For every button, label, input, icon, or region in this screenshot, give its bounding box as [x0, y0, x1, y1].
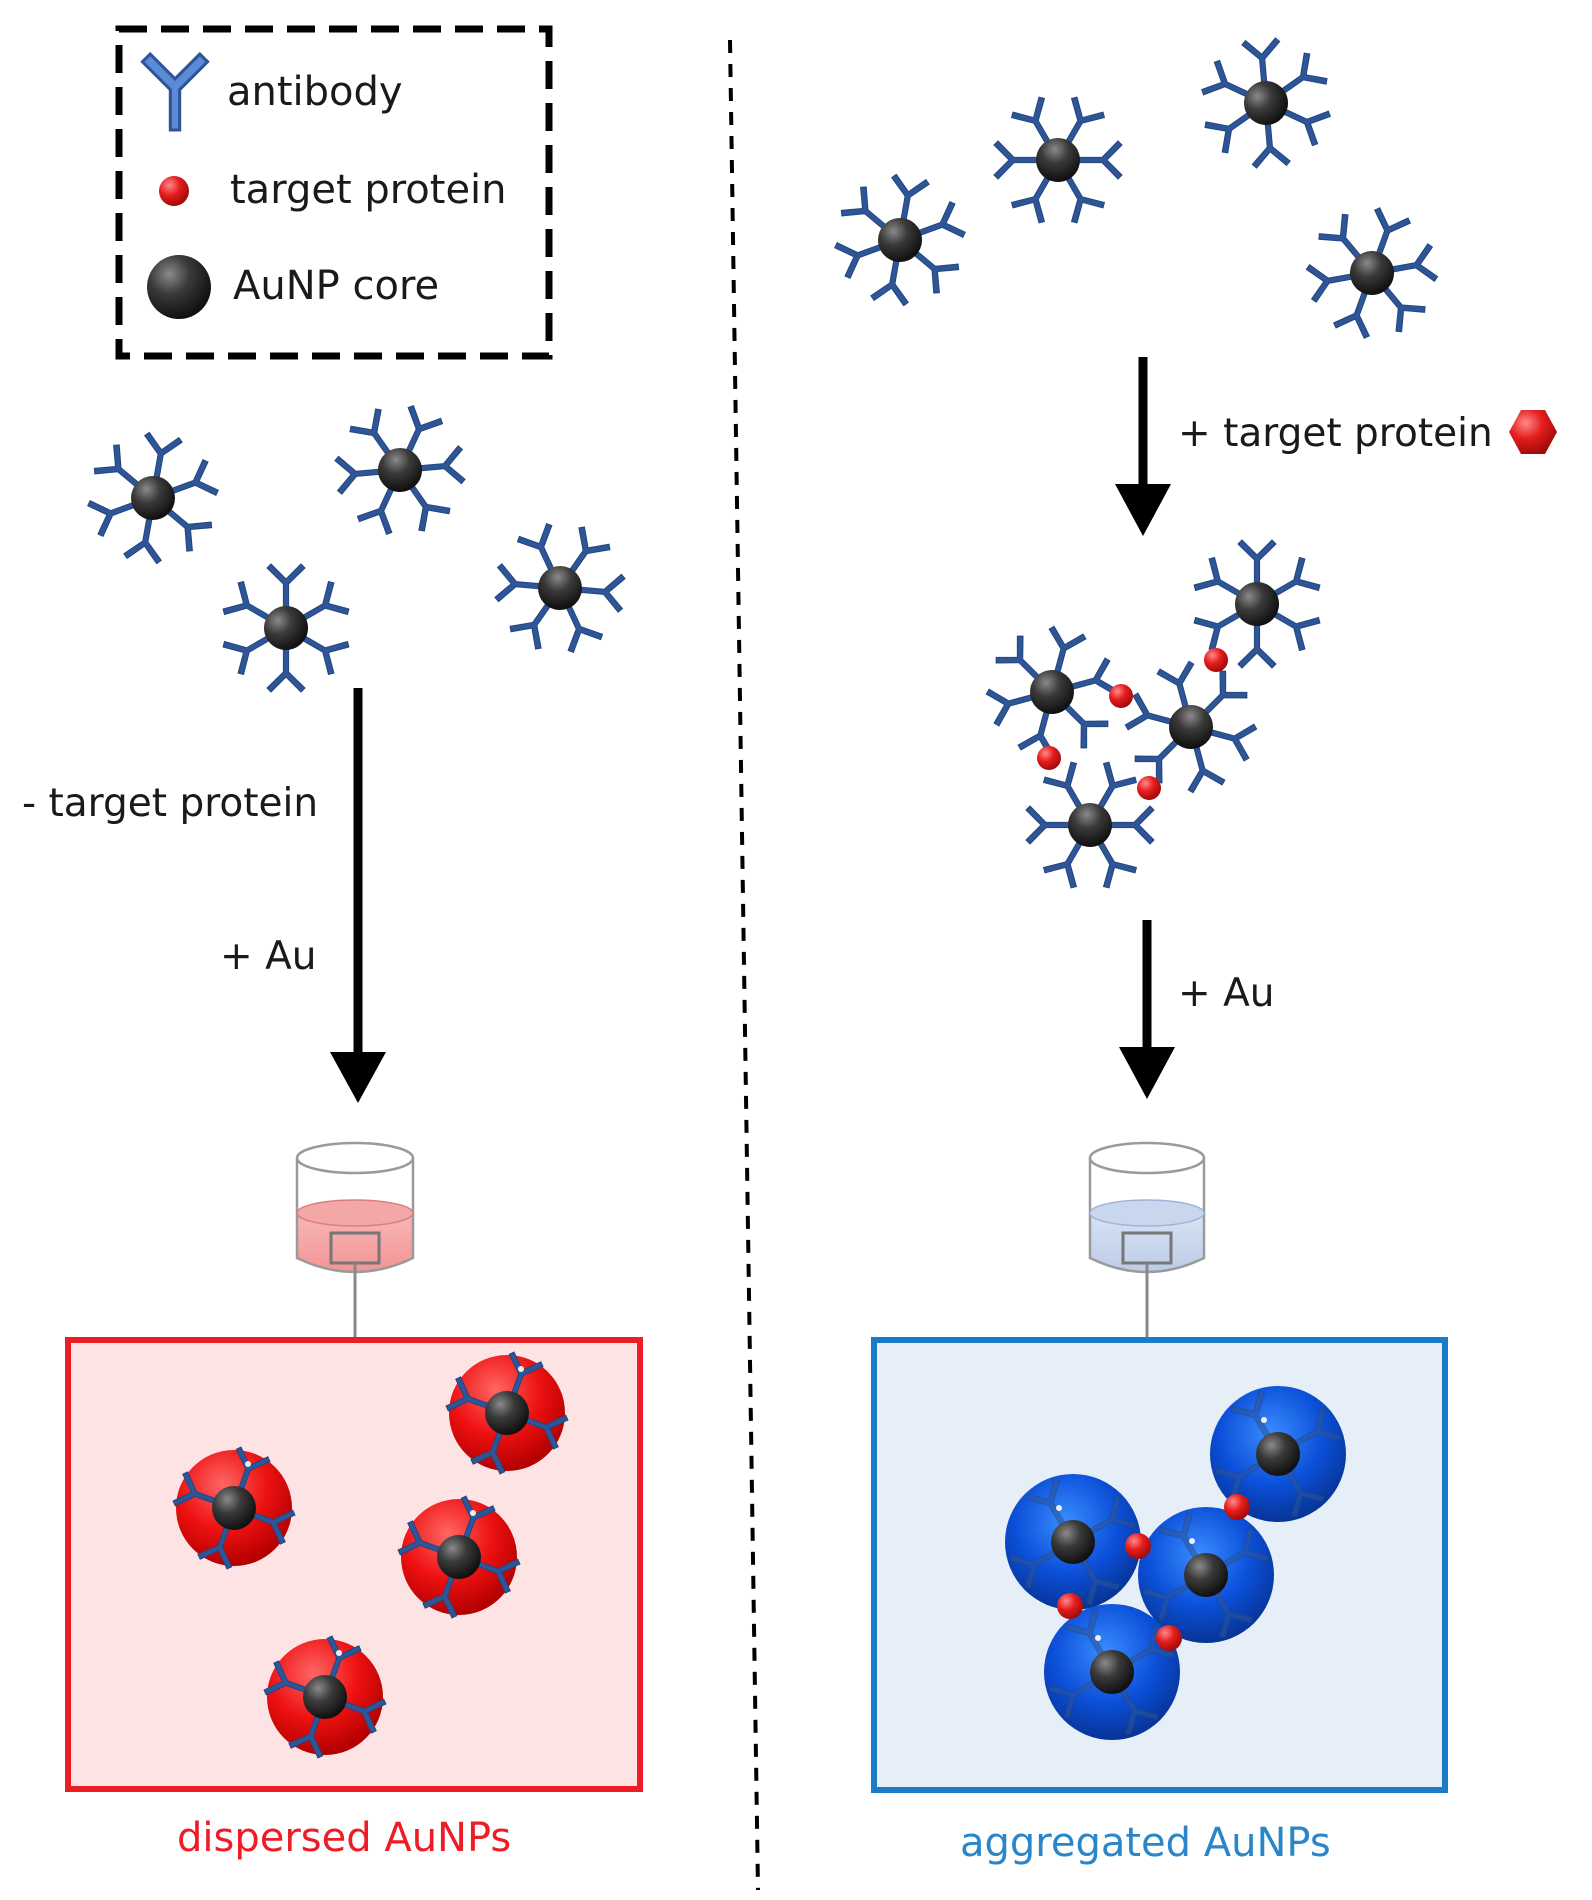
target-protein — [1125, 1533, 1151, 1559]
nanoparticle — [833, 174, 966, 307]
right-arrow-bottom — [1119, 920, 1175, 1099]
target-protein — [1204, 648, 1228, 672]
right-step-add-label: + target protein — [1178, 411, 1493, 456]
right-beaker — [1088, 1141, 1206, 1340]
right-step-au-label: + Au — [1178, 971, 1275, 1016]
legend-antibody-label: antibody — [227, 69, 403, 115]
dispersed-caption: dispersed AuNPs — [177, 1815, 512, 1861]
left-step-remove-label: - target protein — [22, 781, 319, 826]
left-nanoparticles — [86, 389, 648, 705]
aggregated-nanoparticle — [1005, 1474, 1141, 1610]
crosslinked-cluster — [980, 527, 1334, 910]
left-beaker — [295, 1141, 415, 1340]
target-protein — [1037, 746, 1061, 770]
target-protein-hexagon-icon — [1509, 410, 1557, 454]
right-arrow-top — [1115, 357, 1171, 536]
antibody-icon — [140, 51, 210, 132]
target-protein — [1224, 1494, 1250, 1520]
divider-line — [728, 39, 760, 1891]
target-protein — [1156, 1625, 1182, 1651]
left-arrow — [330, 688, 386, 1103]
nanoparticle — [1184, 22, 1347, 185]
nanoparticle — [86, 432, 219, 565]
nanoparticle — [973, 75, 1144, 245]
aggregated-panel — [871, 1337, 1448, 1793]
nanoparticle — [318, 389, 481, 552]
aunp-core-icon — [147, 255, 211, 319]
left-step-au-label: + Au — [220, 934, 317, 979]
target-protein-icon — [159, 176, 189, 206]
nanoparticle — [472, 500, 649, 677]
legend-box — [115, 25, 553, 360]
legend — [115, 25, 553, 360]
target-protein — [1057, 1593, 1083, 1619]
legend-target-protein-label: target protein — [230, 167, 507, 213]
aggregated-nanoparticle — [1044, 1604, 1180, 1740]
legend-aunp-core-label: AuNP core — [233, 263, 440, 309]
right-nanoparticles — [833, 22, 1449, 350]
aggregated-caption: aggregated AuNPs — [960, 1820, 1331, 1866]
nanoparticle — [209, 551, 363, 705]
target-protein — [1109, 684, 1133, 708]
nanoparticle — [1295, 196, 1449, 350]
target-protein — [1137, 776, 1161, 800]
dispersed-panel — [65, 1337, 643, 1792]
